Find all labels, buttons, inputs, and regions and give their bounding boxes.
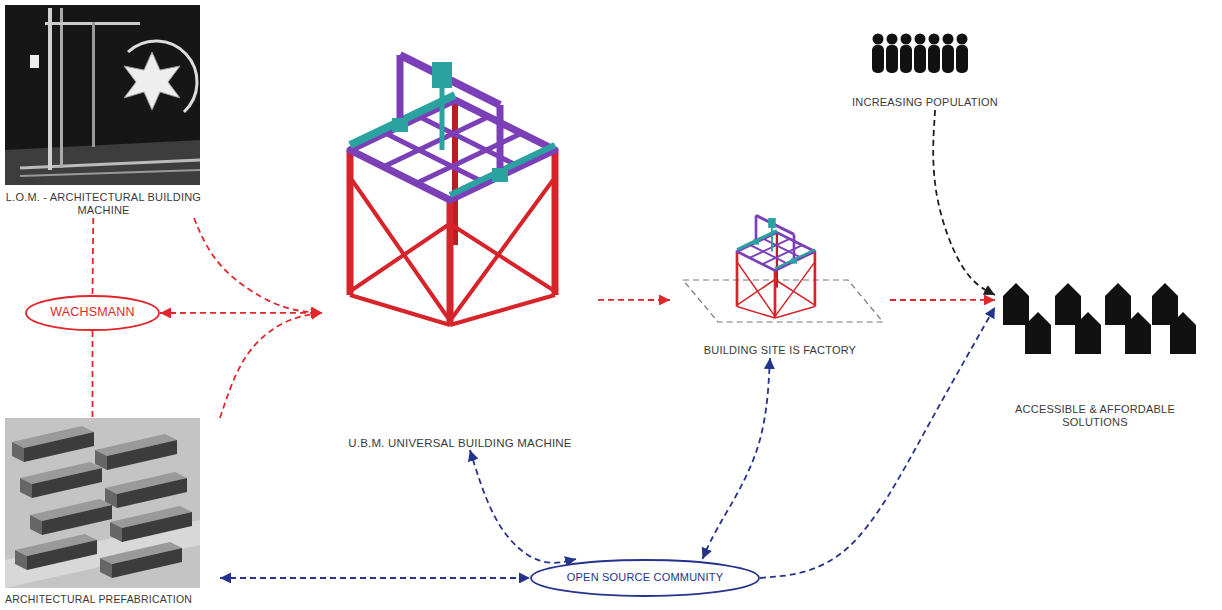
machine-pole: [60, 8, 63, 168]
dashed-connector: [470, 450, 576, 563]
house-icon: [1125, 312, 1151, 354]
person-icon: [928, 34, 940, 74]
machine-pole: [48, 8, 52, 170]
population-node: INCREASING POPULATION: [835, 28, 1015, 110]
dashed-connector: [92, 331, 94, 418]
house-icon: [1025, 312, 1051, 354]
prefab-slab: [20, 462, 102, 498]
photo-background: [5, 418, 200, 588]
machine-node: U.B.M. UNIVERSAL BUILDING MACHINE: [322, 20, 598, 450]
person-icon: [900, 34, 912, 74]
machine-pole: [92, 22, 95, 147]
prefab-slab: [12, 426, 94, 462]
house-icon: [1170, 312, 1196, 354]
person-icon: [956, 34, 968, 74]
house-icon: [1003, 283, 1029, 325]
dashed-connector: [194, 218, 322, 313]
house-icon: [1055, 283, 1081, 325]
person-icon: [942, 34, 954, 74]
house-icon: [1152, 283, 1178, 325]
site-node: BUILDING SITE IS FACTORY: [670, 198, 890, 358]
node-label: ARCHITECTURAL PREFABRICATION: [5, 593, 192, 606]
machine-rail: [20, 160, 200, 168]
person-icon: [886, 34, 898, 74]
prefab-slab: [95, 434, 177, 470]
connector-group: [93, 110, 996, 578]
machine-rail: [20, 170, 200, 176]
prefab-slab: [110, 506, 192, 542]
ellipse-shape: [531, 560, 759, 596]
node-label: L.O.M. - ARCHITECTURAL BUILDING MACHINE: [3, 191, 204, 219]
dashed-connector: [598, 299, 670, 301]
ellipse-shape: [26, 296, 159, 330]
house-icon: [1075, 312, 1101, 354]
node-label: BUILDING SITE IS FACTORY: [704, 344, 856, 358]
dashed-connector: [703, 358, 770, 559]
dashed-connector: [92, 218, 95, 295]
machine-part: [30, 55, 39, 68]
housing-node: ACCESSIBLE & AFFORDABLE SOLUTIONS: [995, 280, 1195, 430]
ubm-machine: [350, 55, 555, 325]
space-frame-node: [124, 52, 180, 110]
prefab-slab: [100, 542, 182, 578]
photo-node: L.O.M. - ARCHITECTURAL BUILDING MACHINE: [3, 5, 204, 218]
node-label: U.B.M. UNIVERSAL BUILDING MACHINE: [348, 436, 571, 450]
dashed-connector: [160, 312, 322, 314]
photo-node: ARCHITECTURAL PREFABRICATION: [5, 418, 220, 606]
community-ellipse: OPEN SOURCE COMMUNITY: [530, 559, 760, 597]
person-icon: [914, 34, 926, 74]
prefab-slab: [15, 534, 97, 570]
prefab-slab: [105, 472, 187, 508]
person-icon: [872, 34, 884, 74]
dashed-connector: [890, 299, 995, 301]
node-label: ACCESSIBLE & AFFORDABLE SOLUTIONS: [1004, 403, 1186, 431]
name-ellipse: WACHSMANN: [25, 295, 160, 331]
node-label: WACHSMANN: [50, 305, 135, 321]
photo-floor: [5, 140, 200, 185]
dashed-connector: [220, 313, 322, 418]
prefab-slab: [30, 499, 112, 535]
dashed-connector: [933, 110, 995, 295]
house-icon: [1105, 283, 1131, 325]
node-label: INCREASING POPULATION: [852, 96, 998, 110]
site-machine: [737, 215, 815, 318]
photo-background: [5, 5, 200, 185]
dashed-connector: [220, 577, 530, 579]
node-label: OPEN SOURCE COMMUNITY: [567, 571, 723, 585]
